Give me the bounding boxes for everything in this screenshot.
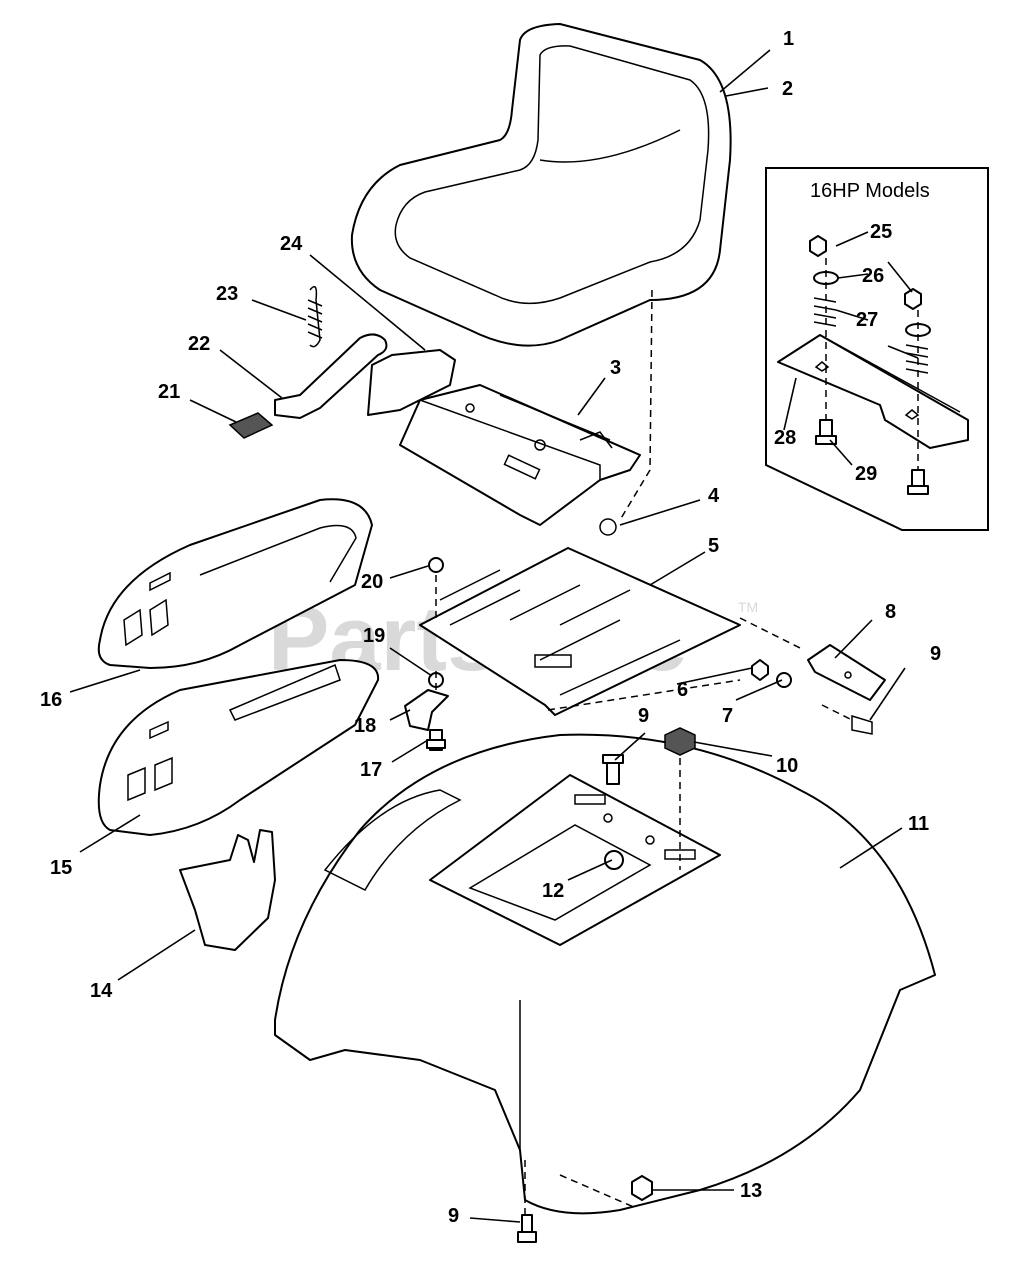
callout-28: 28 bbox=[774, 427, 796, 449]
callout-16: 16 bbox=[40, 689, 62, 711]
callout-9-bottom: 9 bbox=[448, 1205, 459, 1227]
callout-15: 15 bbox=[50, 857, 72, 879]
inset-nut-25a bbox=[809, 235, 827, 257]
bolt-part-17 bbox=[426, 729, 446, 751]
spring-part bbox=[307, 285, 323, 348]
callout-13: 13 bbox=[740, 1180, 762, 1202]
seat-lever-part bbox=[274, 333, 388, 419]
callout-29: 29 bbox=[855, 463, 877, 485]
seat-part bbox=[350, 23, 732, 347]
callout-9-right: 9 bbox=[930, 643, 941, 665]
callout-12: 12 bbox=[542, 880, 564, 902]
fender-part bbox=[274, 733, 936, 1215]
callout-3: 3 bbox=[610, 357, 621, 379]
watermark-trademark: TM bbox=[738, 599, 758, 615]
callout-17: 17 bbox=[360, 759, 382, 781]
callout-23: 23 bbox=[216, 283, 238, 305]
inset-spring-27b bbox=[905, 344, 929, 374]
inset-bolt-29b bbox=[907, 469, 929, 495]
callout-25: 25 bbox=[870, 221, 892, 243]
washer-part-7 bbox=[776, 672, 792, 688]
callout-26: 26 bbox=[862, 265, 884, 287]
leader-lines bbox=[69, 49, 919, 1223]
bolt-part-9c bbox=[517, 1214, 537, 1243]
callout-7: 7 bbox=[722, 705, 733, 727]
washer-part-20 bbox=[428, 557, 444, 573]
inset-title: 16HP Models bbox=[810, 180, 930, 202]
callout-4: 4 bbox=[708, 485, 720, 507]
inset-spring-27a bbox=[813, 297, 837, 327]
callout-20: 20 bbox=[361, 571, 383, 593]
callout-21: 21 bbox=[158, 381, 180, 403]
nut-part-12 bbox=[604, 850, 624, 870]
nut-part-13 bbox=[631, 1175, 653, 1201]
callout-labels: 1 2 3 4 5 6 7 8 9 9 9 10 11 12 13 14 15 … bbox=[40, 28, 941, 1227]
seat-plate-part bbox=[367, 349, 456, 416]
callout-9-middle: 9 bbox=[638, 705, 649, 727]
bolt-part-9a bbox=[602, 754, 624, 785]
pivot-part-8 bbox=[807, 644, 886, 701]
clip-part-18 bbox=[404, 689, 449, 731]
inset-plate-part-28 bbox=[777, 334, 969, 449]
callout-8: 8 bbox=[885, 601, 896, 623]
spacer-part-10 bbox=[664, 727, 696, 756]
fender-cover-part bbox=[97, 498, 373, 669]
inset-nut-25b bbox=[904, 288, 922, 310]
callout-11: 11 bbox=[908, 813, 929, 835]
lever-pad-part bbox=[228, 412, 274, 439]
callout-2: 2 bbox=[782, 78, 793, 100]
fender-bracket-part bbox=[97, 659, 380, 836]
inset-16hp-models: 16HP Models bbox=[765, 167, 989, 531]
callout-5: 5 bbox=[708, 535, 719, 557]
seat-bracket-part bbox=[399, 384, 641, 526]
nut-part-4 bbox=[599, 518, 617, 536]
inset-bolt-29a bbox=[815, 419, 837, 445]
callout-6: 6 bbox=[677, 679, 688, 701]
callout-18: 18 bbox=[354, 715, 376, 737]
nut-part-6 bbox=[751, 659, 769, 681]
cup-holder-part bbox=[179, 829, 276, 951]
callout-24: 24 bbox=[280, 233, 303, 255]
callout-14: 14 bbox=[90, 980, 113, 1002]
guide-lines bbox=[435, 289, 853, 1215]
callout-22: 22 bbox=[188, 333, 210, 355]
seat-pan-part bbox=[419, 547, 741, 716]
callout-27: 27 bbox=[856, 309, 878, 331]
callout-19: 19 bbox=[363, 625, 385, 647]
bolt-part-9b bbox=[851, 714, 873, 735]
callout-10: 10 bbox=[776, 755, 798, 777]
callout-1: 1 bbox=[783, 28, 794, 50]
